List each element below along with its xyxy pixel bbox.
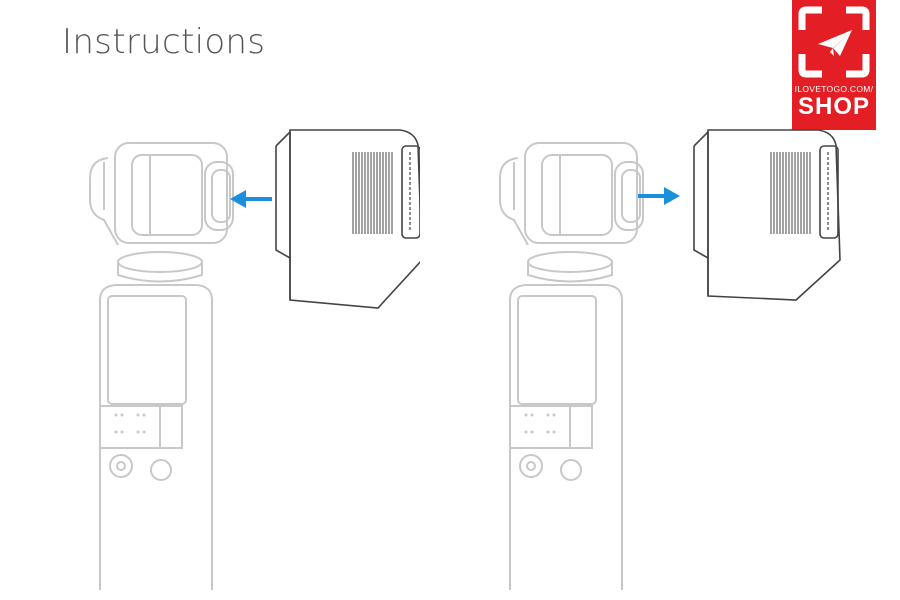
logo-url-text: ILOVETOGO.COM/ [794,84,874,94]
gimbal-camera [499,142,644,590]
logo-shop-text: SHOP [797,93,870,120]
paper-plane-icon [818,30,852,56]
wide-angle-adapter [275,129,420,309]
page-title: Instructions [62,22,266,62]
arrow-right-icon [638,187,680,205]
shop-logo[interactable]: ILOVETOGO.COM/ SHOP [792,0,876,130]
camera-attach-illustration [89,129,420,590]
logo-badge [792,0,876,130]
wide-angle-adapter [693,129,841,301]
arrow-left-icon [230,190,272,208]
gimbal-camera [89,142,234,590]
camera-detach-illustration [499,129,841,590]
